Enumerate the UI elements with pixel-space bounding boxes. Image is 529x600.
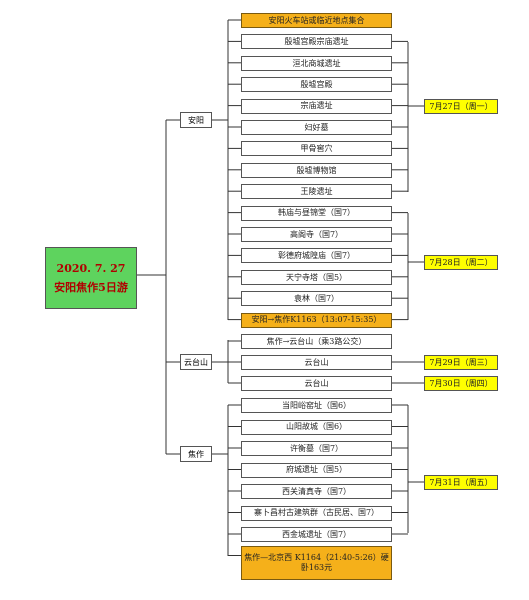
hub-anyang: 安阳 xyxy=(180,112,212,128)
anyang-item: 殷墟博物馆 xyxy=(241,162,392,178)
jiaozuo-item: 寨卜昌村古建筑群（古民居、国7） xyxy=(241,505,392,521)
anyang-item: 王陵遗址 xyxy=(241,184,392,200)
root-node: 2020. 7. 27 安阳焦作5日游 xyxy=(45,247,137,309)
anyang-item: 袁林（国7） xyxy=(241,291,392,307)
anyang-item: 殷墟宫殿 xyxy=(241,77,392,93)
anyang-item: 宗庙遗址 xyxy=(241,98,392,114)
hub-jiaozuo: 焦作 xyxy=(180,446,212,462)
jiaozuo-item: 西关清真寺（国7） xyxy=(241,484,392,499)
anyang-item: 殷墟宫殿宗庙遗址 xyxy=(241,34,392,50)
anyang-item: 高阁寺（国7） xyxy=(241,227,392,242)
anyang-item: 妇好墓 xyxy=(241,120,392,135)
date-0729: 7月29日（周三） xyxy=(424,355,498,370)
root-title: 安阳焦作5日游 xyxy=(54,281,128,294)
anyang-item: 洹北商城遗址 xyxy=(241,55,392,71)
jiaozuo-item: 府城遗址（国5） xyxy=(241,462,392,478)
yuntaishan-item: 云台山 xyxy=(241,355,392,370)
yuntaishan-item: 焦作→云台山（乘3路公交） xyxy=(241,334,392,349)
anyang-item: 安阳→焦作K1163（13:07-15:35） xyxy=(241,312,392,328)
jiaozuo-item: 西金城遗址（国7） xyxy=(241,527,392,542)
anyang-item: 安阳火车站或临近地点集合 xyxy=(241,13,392,28)
anyang-item: 韩庙与昼锦堂（国7） xyxy=(241,205,392,221)
jiaozuo-item: 当阳峪窑址（国6） xyxy=(241,398,392,413)
root-date: 2020. 7. 27 xyxy=(56,261,126,275)
jiaozuo-item: 许衡墓（国7） xyxy=(241,441,392,456)
anyang-item: 甲骨窖穴 xyxy=(241,141,392,157)
yuntaishan-item: 云台山 xyxy=(241,376,392,391)
date-0728: 7月28日（周二） xyxy=(424,255,498,270)
anyang-item: 天宁寺塔（国5） xyxy=(241,269,392,285)
date-0727: 7月27日（周一） xyxy=(424,99,498,114)
date-0730: 7月30日（周四） xyxy=(424,376,498,391)
jiaozuo-item: 山阳故城（国6） xyxy=(241,419,392,435)
hub-yuntaishan: 云台山 xyxy=(180,354,212,370)
anyang-item: 彰德府城隍庙（国7） xyxy=(241,248,392,264)
date-0731: 7月31日（周五） xyxy=(424,475,498,490)
jiaozuo-item: 焦作—北京西 K1164（21:40-5:26）硬卧163元 xyxy=(241,545,392,580)
